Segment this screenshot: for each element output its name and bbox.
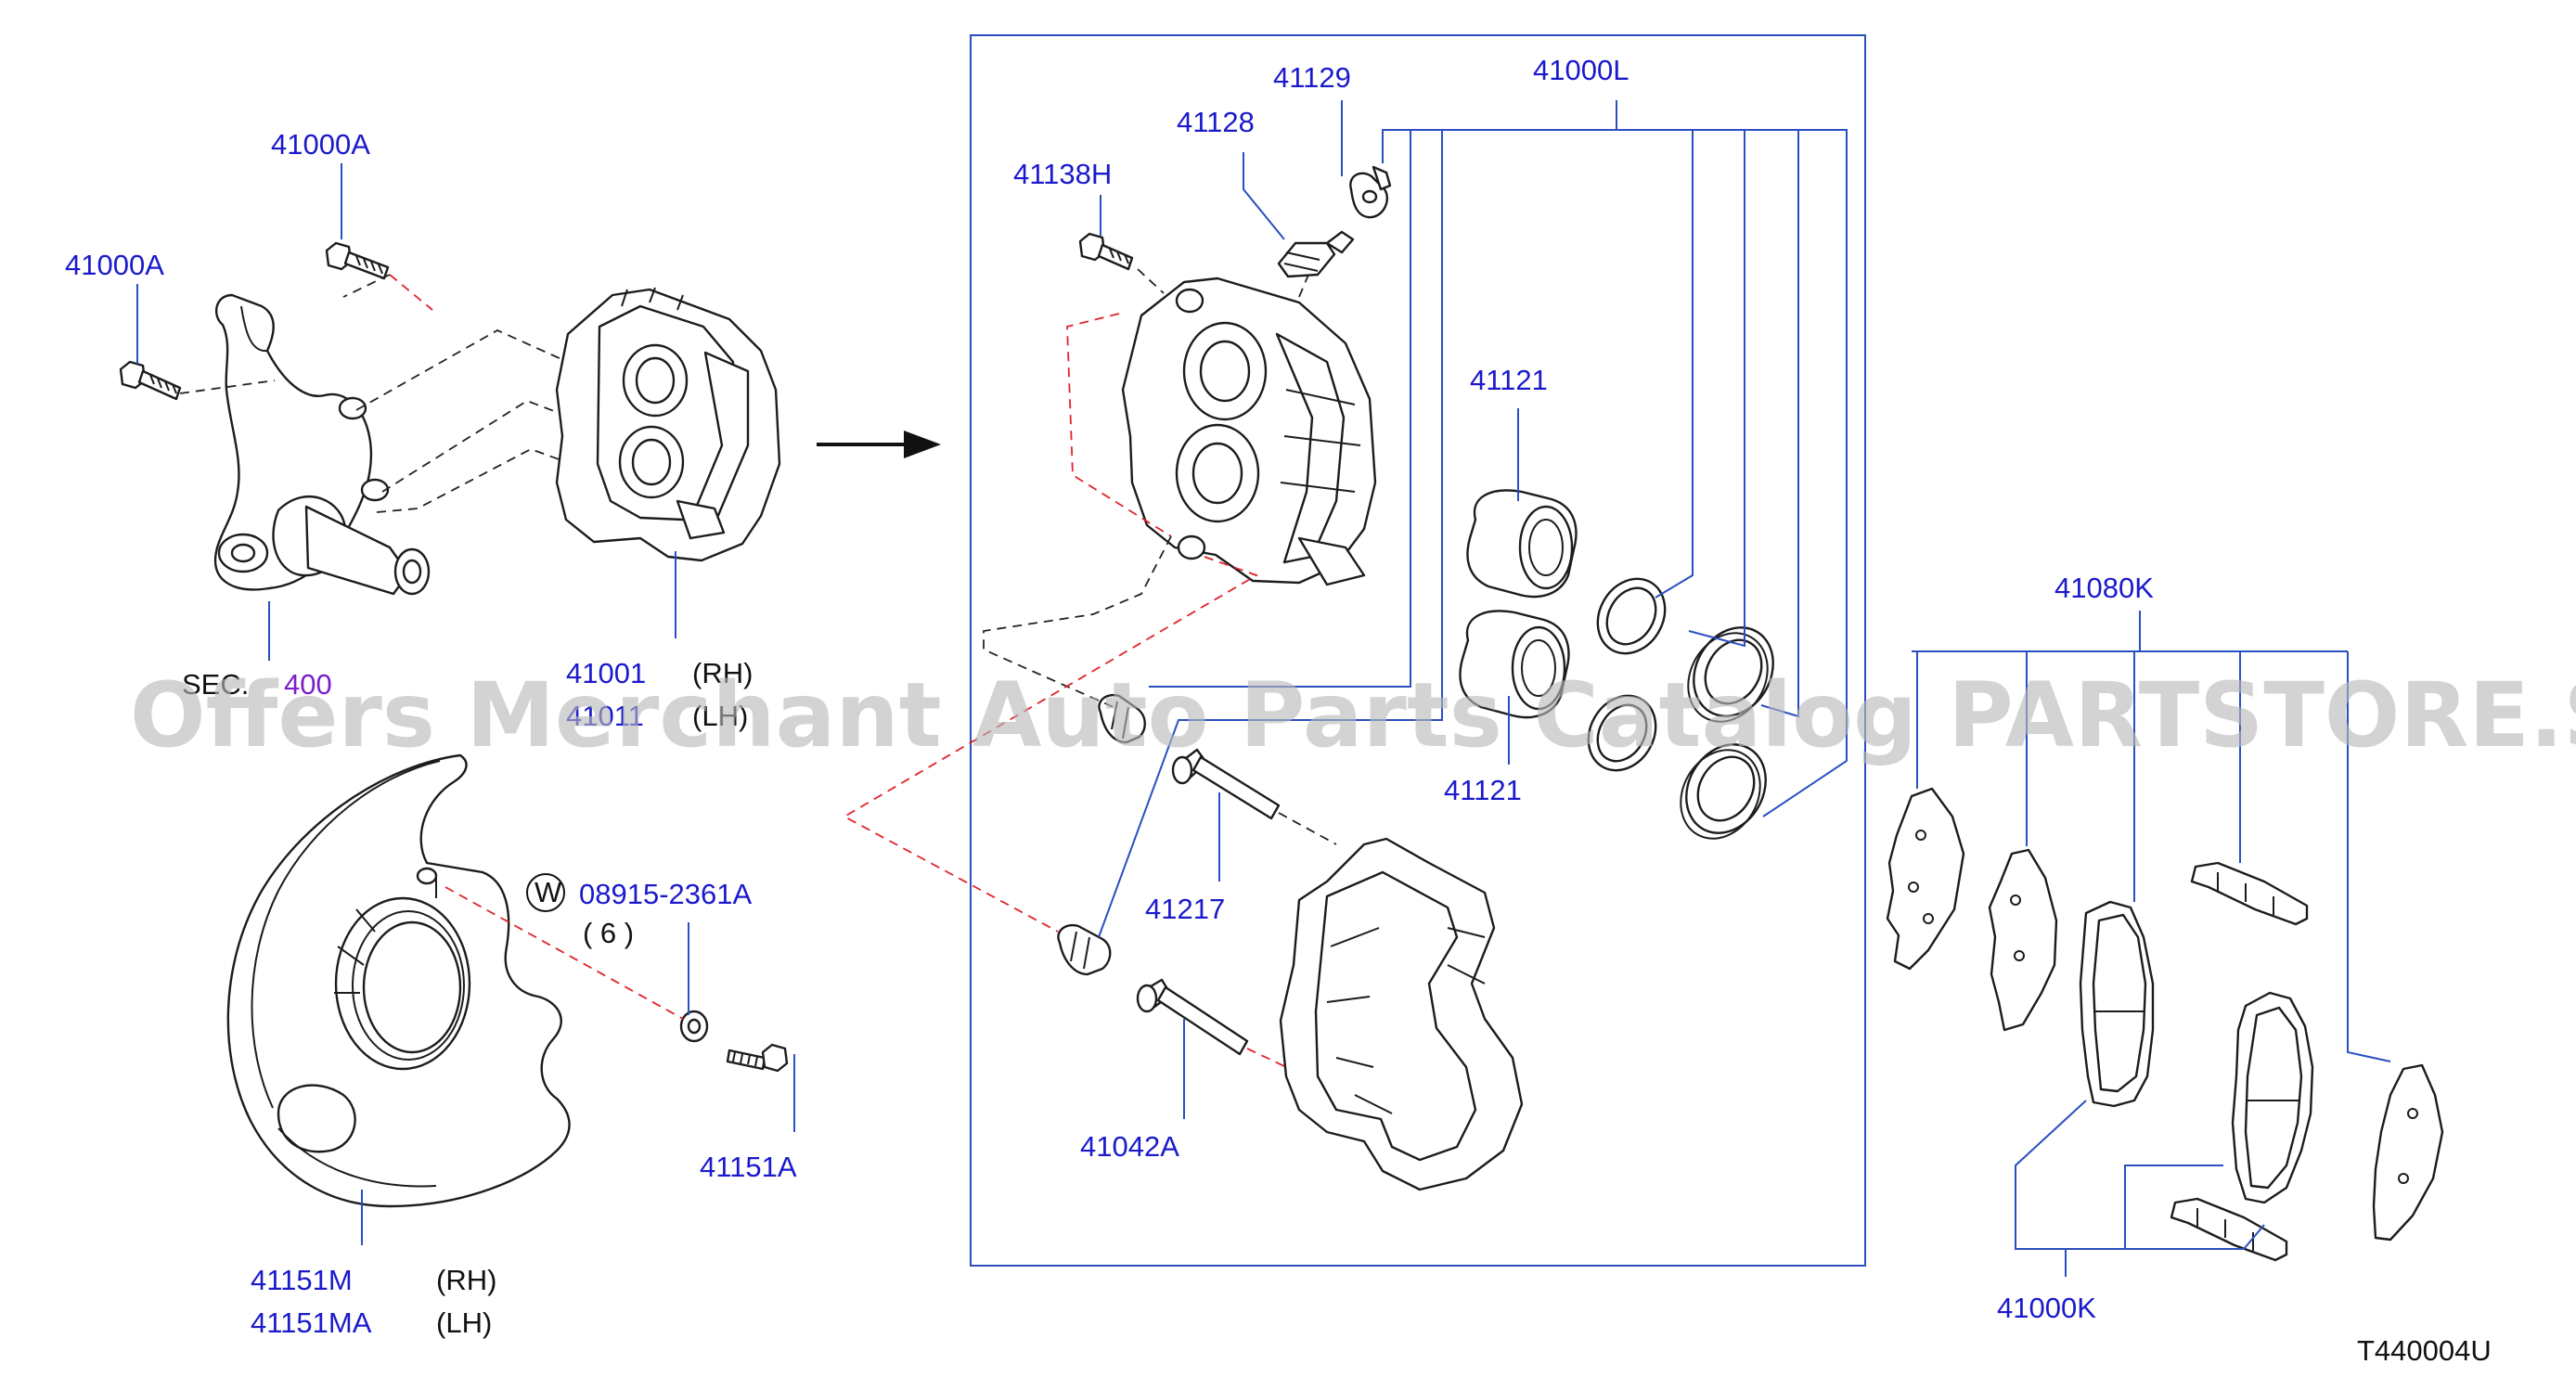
label-washer-qty: ( 6 ) bbox=[583, 917, 634, 949]
pad-shim-outer-left bbox=[1886, 787, 1965, 971]
label-41001: 41001 bbox=[566, 657, 646, 689]
label-41129: 41129 bbox=[1273, 61, 1351, 94]
label-41121-lower: 41121 bbox=[1444, 774, 1522, 806]
diagram-code: T440004U bbox=[2357, 1334, 2492, 1367]
assembly-line-caliper-boot bbox=[983, 535, 1172, 708]
pad-shim-outer-right bbox=[1988, 848, 2058, 1032]
label-41151A: 41151A bbox=[700, 1151, 797, 1183]
brake-pad-outer bbox=[2231, 991, 2314, 1204]
assembly-line-upper-bolt bbox=[342, 274, 391, 298]
assembly-line-bleeder bbox=[1298, 274, 1309, 298]
bolt-41138H bbox=[1078, 232, 1134, 271]
guide-pin-41217 bbox=[1171, 748, 1281, 820]
piston-seal-upper bbox=[1596, 577, 1667, 655]
label-41000A-upper: 41000A bbox=[271, 128, 370, 161]
washer-08915-2361A bbox=[679, 1010, 709, 1043]
assembly-line-guide-pin-upper bbox=[1278, 812, 1337, 845]
label-41151MA-side: (LH) bbox=[436, 1306, 492, 1339]
pad-shim-inner-right bbox=[2372, 1063, 2444, 1242]
label-41217: 41217 bbox=[1145, 893, 1225, 925]
piston-41121-upper bbox=[1466, 489, 1578, 598]
label-41151M: 41151M bbox=[251, 1264, 353, 1296]
brake-pad-inner bbox=[2079, 900, 2155, 1108]
dust-shield-41151M bbox=[226, 753, 571, 1208]
label-41000L: 41000L bbox=[1533, 54, 1629, 86]
washer-symbol: W bbox=[526, 873, 565, 912]
assembly-line-shield-washer bbox=[444, 886, 684, 1020]
label-41001-side: (RH) bbox=[692, 657, 753, 689]
label-knuckle-ref-num: 400 bbox=[284, 668, 332, 701]
label-41042A: 41042A bbox=[1080, 1130, 1179, 1163]
caliper-body bbox=[1121, 277, 1377, 586]
pad-retainer-lower bbox=[2170, 1197, 2288, 1262]
pad-retainer-upper bbox=[2190, 861, 2309, 926]
caliper-kit-frame bbox=[970, 34, 1866, 1267]
piston-seal-lower bbox=[1587, 694, 1657, 772]
leader-lines bbox=[136, 100, 2391, 1277]
assembly-line-guide-pin-lower bbox=[1246, 1048, 1287, 1068]
guide-pin-boot-upper bbox=[1098, 693, 1146, 744]
label-41011-side: (LH) bbox=[692, 700, 748, 732]
label-08915-2361A: 08915-2361A bbox=[579, 878, 752, 910]
assembly-line-caliper-bracket-red bbox=[843, 556, 1259, 933]
label-41000K: 41000K bbox=[1997, 1292, 2096, 1324]
assembly-line-knuckle-caliper-3 bbox=[376, 448, 573, 513]
assembly-line-upper-bolt-red bbox=[389, 274, 433, 311]
label-41011: 41011 bbox=[566, 700, 644, 732]
caliper-assembly-41001 bbox=[555, 287, 781, 562]
label-knuckle-ref: SEC. bbox=[182, 668, 249, 701]
guide-pin-boot-lower bbox=[1057, 923, 1112, 976]
assembly-line-bolt-caliper bbox=[1137, 268, 1165, 294]
piston-41121-lower bbox=[1459, 610, 1570, 719]
label-41151MA: 41151MA bbox=[251, 1306, 372, 1339]
watermark-text: Offers Merchant Auto Parts Catalog PARTS… bbox=[130, 663, 2576, 767]
dust-boot-upper bbox=[1687, 626, 1774, 723]
guide-pin-41042A bbox=[1136, 978, 1249, 1056]
bolt-41000A-lower bbox=[119, 360, 182, 401]
bolt-41000A-upper bbox=[325, 241, 390, 280]
bleeder-screw-41128 bbox=[1277, 230, 1355, 278]
steering-knuckle bbox=[213, 293, 431, 596]
label-41128: 41128 bbox=[1177, 106, 1255, 138]
label-41121-upper: 41121 bbox=[1470, 364, 1548, 396]
caliper-bracket bbox=[1279, 837, 1524, 1191]
dust-boot-lower bbox=[1680, 743, 1767, 840]
label-41138H: 41138H bbox=[1013, 158, 1112, 190]
bolt-41151A bbox=[726, 1043, 789, 1073]
assembly-line-bolt-caliper-red bbox=[1066, 313, 1172, 537]
bleeder-cap-41129 bbox=[1349, 165, 1392, 219]
label-41000A-lower: 41000A bbox=[65, 249, 164, 281]
assembly-line-knuckle-caliper-2 bbox=[381, 399, 582, 493]
washer-symbol-letter: W bbox=[535, 876, 562, 908]
label-41080K: 41080K bbox=[2054, 572, 2154, 604]
label-41151M-side: (RH) bbox=[436, 1264, 496, 1296]
direction-arrow bbox=[817, 431, 941, 458]
assembly-line-lower-bolt bbox=[179, 380, 276, 394]
assembly-line-knuckle-caliper-1 bbox=[355, 328, 573, 411]
